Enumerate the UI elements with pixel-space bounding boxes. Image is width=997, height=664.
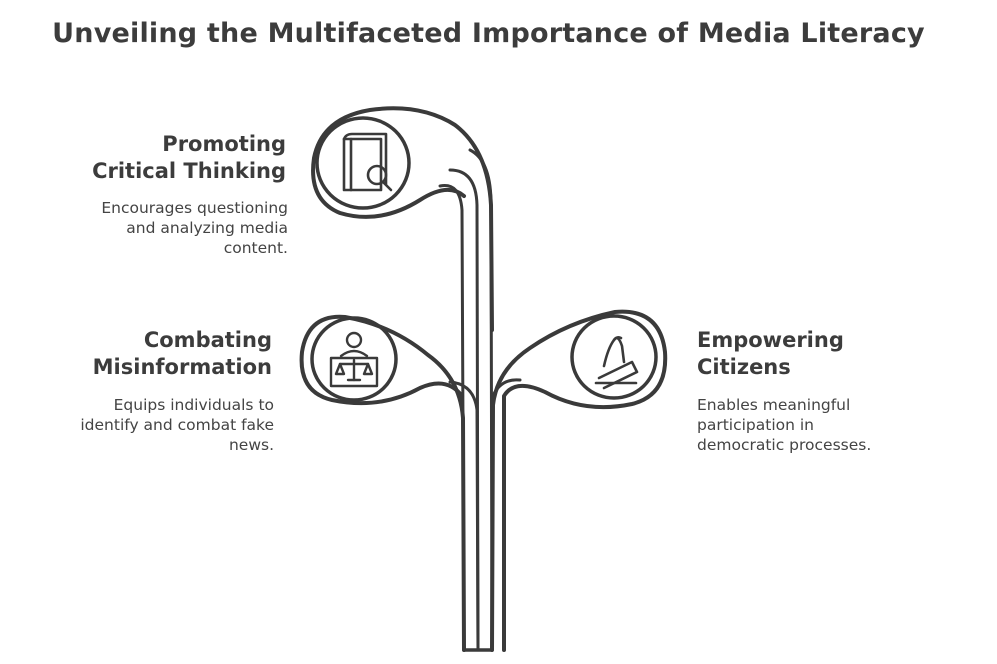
heading-line-2: Misinformation: [92, 355, 272, 379]
ballot-vote-icon: [594, 336, 639, 390]
top-leaf: [311, 106, 494, 332]
item-heading-misinformation: Combating Misinformation: [60, 327, 272, 381]
heading-line-2: Critical Thinking: [92, 159, 286, 183]
item-description-citizens: Enables meaningful participation in demo…: [697, 396, 872, 454]
item-description-critical-thinking: Encourages questioning and analyzing med…: [101, 199, 288, 257]
book-magnifier-icon: [342, 132, 393, 192]
left-leaf: [299, 314, 480, 652]
stem-lines: [438, 148, 494, 652]
heading-line-1: Promoting: [162, 132, 286, 156]
left-leaf-circle: [310, 316, 398, 402]
top-leaf-circle: [315, 116, 411, 210]
item-heading-citizens: Empowering Citizens: [697, 327, 917, 381]
justice-scales-icon: [329, 331, 379, 388]
item-heading-critical-thinking: Promoting Critical Thinking: [60, 131, 286, 185]
heading-line-1: Combating: [143, 328, 272, 352]
item-description-misinformation: Equips individuals to identify and comba…: [80, 396, 274, 454]
right-leaf-circle: [570, 314, 658, 400]
diagram-title: Unveiling the Multifaceted Importance of…: [52, 18, 925, 49]
heading-line-1: Empowering: [697, 328, 844, 352]
right-leaf: [490, 309, 668, 652]
heading-line-2: Citizens: [697, 355, 791, 379]
